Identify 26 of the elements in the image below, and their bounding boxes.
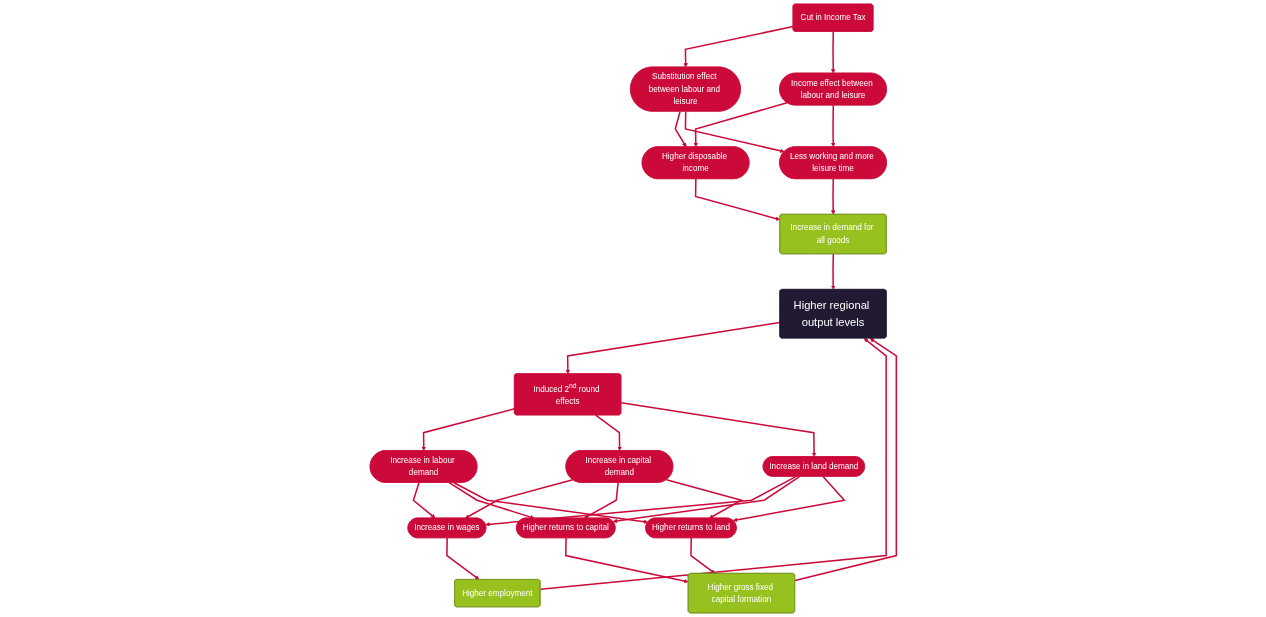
arrow [830, 253, 836, 290]
arrow [830, 104, 836, 148]
arrow [445, 537, 480, 580]
arrow [448, 481, 535, 520]
arrow [674, 110, 687, 148]
arrow [453, 481, 648, 524]
arrow [485, 475, 797, 527]
arrow [564, 537, 689, 584]
arrow [830, 178, 836, 215]
arrow [683, 25, 794, 68]
arrow [421, 408, 516, 451]
arrow [620, 402, 817, 457]
arrow [412, 481, 436, 519]
arrow [464, 478, 574, 519]
arrow [594, 414, 622, 451]
arrow [794, 338, 897, 582]
arrow [684, 110, 785, 154]
arrow [690, 537, 716, 574]
arrow [693, 102, 788, 148]
arrow [539, 338, 887, 590]
arrow [830, 30, 836, 74]
arrow [612, 475, 801, 524]
arrow [694, 178, 780, 221]
arrow [565, 321, 781, 375]
arrow [732, 475, 846, 523]
arrow [665, 478, 744, 519]
